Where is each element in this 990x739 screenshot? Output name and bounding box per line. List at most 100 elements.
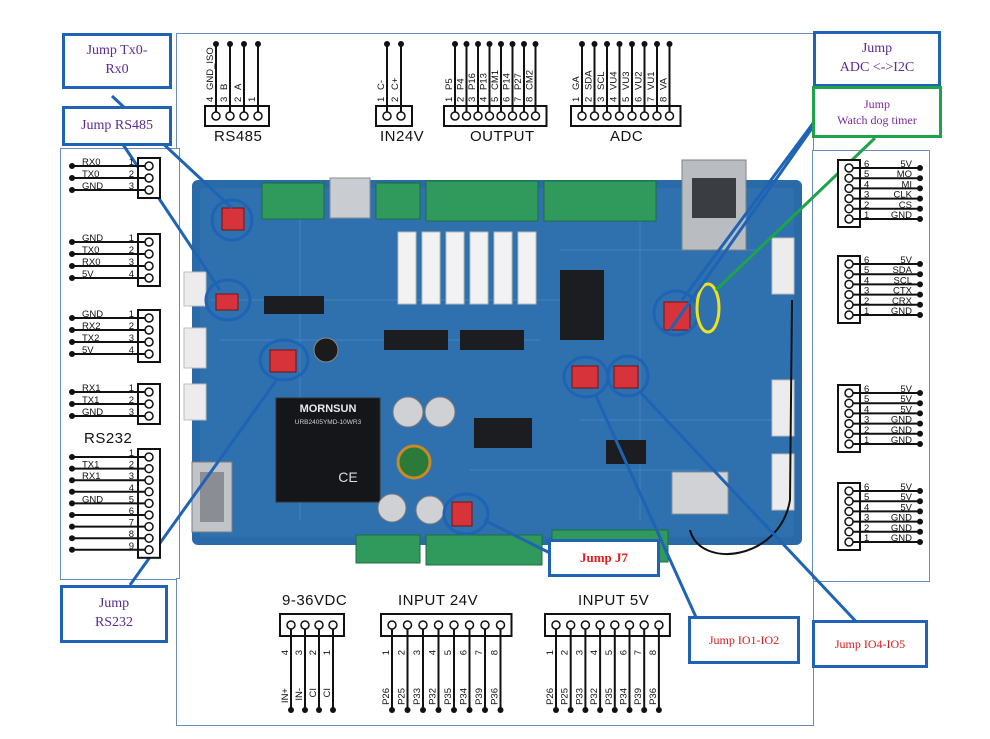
adc-header-pin [577, 111, 587, 121]
left-header-2-pin-number: 2 [129, 245, 134, 256]
input-5v-header-pin-number: 3 [574, 650, 585, 655]
left-header-4-pin-label: GND [82, 407, 103, 418]
db9-header-pin-number: 3 [129, 471, 134, 482]
in24v-header-pin-label: C+ [390, 77, 401, 90]
right-header-3-pin-number: 6 [864, 384, 869, 395]
left-header-4-pin-end [69, 413, 75, 419]
input-24v-header-pin-label: P26 [381, 688, 392, 705]
callout-jump-watchdog: Jump Watch dog timer [812, 86, 942, 138]
left-header-2-pin-label: GND [82, 233, 103, 244]
right-header-1-pin [844, 163, 854, 173]
right-header-4-pin-number: 4 [864, 502, 869, 513]
adc-header-pin-end [654, 41, 660, 47]
inductor [396, 444, 432, 480]
db9-header-pin-label: RX1 [82, 471, 100, 482]
output-header-pin [450, 111, 460, 121]
input-24v-header-housing [380, 613, 513, 637]
right-connector-panel [812, 150, 930, 582]
left-header-1-pin-number: 2 [129, 169, 134, 180]
adc-header-pin-label: SCL [596, 72, 607, 90]
input-5v-header-pin [580, 620, 591, 630]
left-header-4-pin-label: RX1 [82, 383, 100, 394]
rs485-header-pin-end [241, 41, 247, 47]
right-header-1-pin [844, 214, 854, 224]
input-24v-header-pin-label: P34 [459, 688, 470, 705]
relays [397, 231, 537, 305]
left-header-1-pin-end [69, 163, 75, 169]
input-5v-header-pin-label: P34 [619, 688, 630, 705]
callout-jump-io4-io5: Jump IO4-IO5 [812, 620, 928, 668]
power-input-header-pin-number: 1 [322, 650, 333, 655]
left-header-2-pin [144, 237, 154, 247]
left-header-3-housing [137, 309, 161, 363]
right-header-3-pin-label: GND [891, 435, 912, 446]
right-header-3-pin-end [917, 390, 923, 396]
left-header-2-pin-number: 4 [129, 269, 134, 280]
db9-header-pin-number: 4 [129, 483, 134, 494]
adc-header-pin [639, 111, 650, 121]
input-24v-header-pin-number: 2 [397, 650, 408, 655]
adc-header-pin-label: VU2 [634, 72, 645, 90]
input-24v-header-pin-number: 4 [428, 650, 439, 655]
rs485-title: RS485 [214, 128, 263, 145]
right-header-1-pin [844, 183, 854, 194]
power-input-header-pin-end [330, 707, 336, 713]
adc-header-pin-end [666, 41, 673, 47]
output-header-pin-end [452, 41, 458, 47]
in24v-header-pin-end [398, 41, 404, 47]
left-header-2-pin-label: TX0 [82, 245, 99, 256]
input-24v-header-pin-label: P39 [474, 688, 485, 705]
adc-header-pin-label: GA [571, 76, 582, 90]
right-header-1-pin-number: 4 [864, 179, 869, 190]
right-header-2-housing [837, 255, 861, 324]
db9-header-pin-number: 9 [129, 541, 134, 552]
db9-header-pin-number: 7 [129, 518, 134, 529]
output-title: OUTPUT [470, 128, 535, 145]
input-5v-header-pin-number: 5 [604, 650, 615, 655]
in24v-header-pin-number: 1 [376, 97, 387, 102]
left-header-1-pin-end [69, 175, 75, 181]
db9-header-pin [144, 498, 154, 509]
right-header-3-pin-end [917, 410, 923, 417]
right-header-1-pin-label: MO [897, 169, 912, 180]
output-header-pin-label: P14 [502, 73, 513, 90]
input-24v-header-pin-end [497, 707, 504, 713]
input-5v-header-pin [639, 620, 649, 630]
left-header-2-pin-end [69, 251, 75, 257]
input-24v-header-pin-label: P25 [397, 688, 408, 705]
power-input-header-pin-end [316, 707, 322, 713]
db9-header-pin [144, 475, 154, 485]
input-5v-header-pin [610, 620, 620, 630]
jumpers [215, 207, 691, 527]
module-part: URB2405YMD-10WR3 [295, 419, 362, 426]
right-header-2-pin-end [917, 261, 923, 267]
output-header-pin-end [498, 41, 504, 47]
right-header-4-pin-label: 5V [900, 502, 912, 513]
left-header-2-pin-number: 1 [129, 233, 134, 244]
jumper-highlights [204, 198, 700, 536]
right-header-3-pin [844, 398, 854, 408]
db9-header-pin [144, 487, 154, 497]
db9-header-pin-label: TX1 [82, 460, 99, 471]
output-header-pin-label: P16 [467, 73, 478, 90]
right-header-4-pin-label: 5V [900, 482, 912, 493]
left-header-1-pin-label: TX0 [82, 169, 99, 180]
output-header-pin-label: CM1 [490, 70, 501, 90]
right-header-1-pin-label: CLK [894, 190, 913, 201]
right-header-4-pin [844, 516, 854, 527]
left-header-3-pin [144, 313, 154, 323]
left-header-4-pin-number: 1 [129, 383, 134, 394]
output-header-pin-label: P27 [513, 73, 524, 90]
power-input-header-pin-label: CI [308, 688, 319, 698]
power-input-header-pin-number: 2 [308, 650, 319, 655]
right-header-3-pin-end [917, 430, 923, 437]
adc-header-pin-end [579, 41, 585, 47]
output-header-pin [473, 111, 483, 121]
left-header-3-pin [144, 325, 154, 335]
